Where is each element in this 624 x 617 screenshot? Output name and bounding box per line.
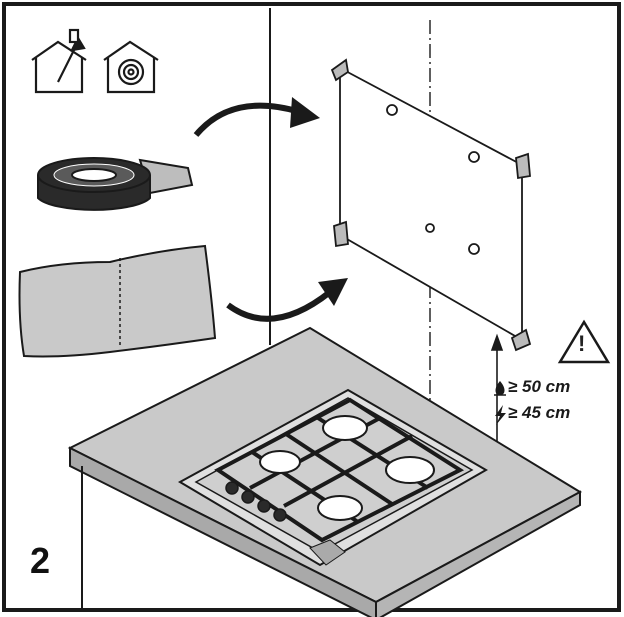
- warning-mark: !: [578, 331, 586, 356]
- wall-template-icon: [330, 58, 532, 352]
- gas-flame-icon: [494, 381, 506, 396]
- lightning-bolt-icon: [495, 405, 506, 425]
- electric-clearance-label: ≥ 45 cm: [508, 403, 571, 422]
- house-ventilation-icon: [31, 28, 87, 94]
- gas-clearance-label: ≥ 50 cm: [508, 377, 571, 396]
- warning-triangle-icon: [557, 319, 611, 364]
- arrow-sheet-icon: [226, 278, 348, 322]
- arrow-tape-icon: [193, 97, 320, 137]
- protective-sheet-icon: [18, 244, 217, 358]
- house-spiral-icon: [103, 40, 159, 94]
- gas-hob-icon: [177, 388, 489, 567]
- step-number: 2: [30, 540, 51, 581]
- sealing-tape-roll-icon: [37, 157, 194, 211]
